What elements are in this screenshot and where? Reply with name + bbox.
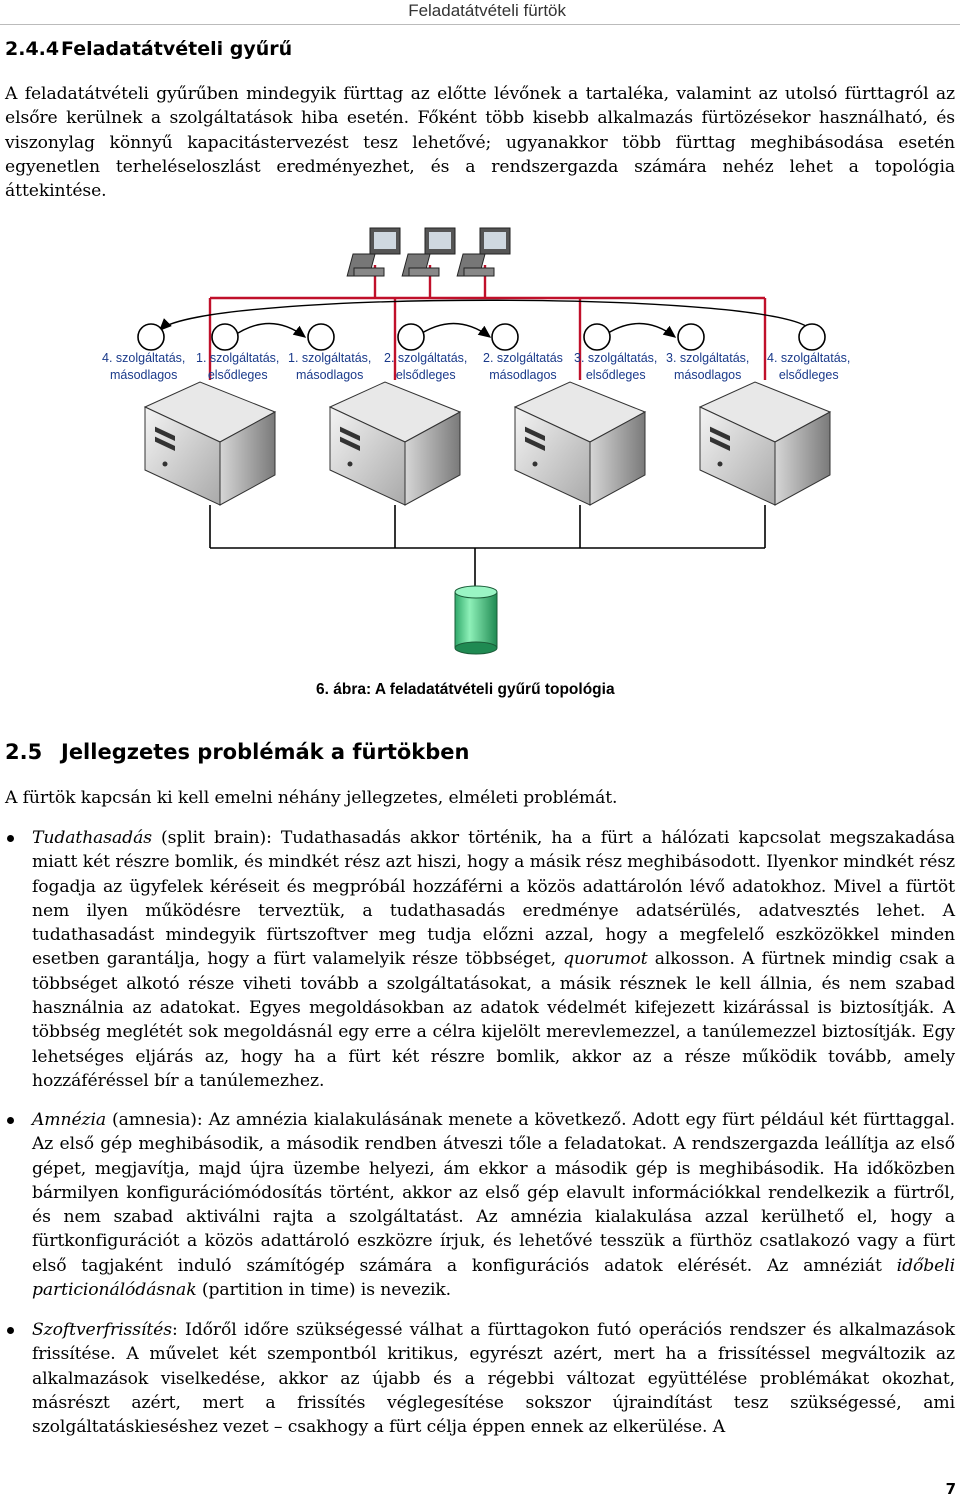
term: quorumot bbox=[563, 949, 648, 970]
section-number: 2.5 bbox=[5, 740, 43, 764]
text-run: (amnesia): Az amnézia kialakulásának men… bbox=[32, 1110, 955, 1276]
service-label: 4. szolgáltatás,elsődleges bbox=[767, 351, 851, 382]
section-number: 2.4.4 bbox=[5, 38, 60, 60]
body-paragraph: A feladatátvételi gyűrűben mindegyik für… bbox=[5, 84, 955, 202]
service-label: 2. szolgáltatás,elsődleges bbox=[384, 351, 468, 382]
body-paragraph: A fürtök kapcsán ki kell emelni néhány j… bbox=[5, 788, 618, 808]
text-run: (partition in time) is nevezik. bbox=[196, 1280, 452, 1301]
section-title: Feladatátvételi gyűrű bbox=[61, 38, 293, 60]
client-workstations bbox=[346, 227, 511, 277]
list-item: Szoftverfrissítés: Időről időre szüksége… bbox=[0, 1318, 955, 1439]
server-nodes bbox=[143, 381, 832, 506]
list-item-text: Tudathasadás (split brain): Tudathasadás… bbox=[32, 826, 955, 1093]
bullet-icon bbox=[7, 1117, 14, 1124]
term: időbeli particionálódásnak bbox=[32, 1255, 955, 1301]
service-circles bbox=[137, 323, 826, 351]
bullet-icon bbox=[7, 835, 14, 842]
shared-storage-icon bbox=[454, 585, 498, 655]
running-header: Feladatátvételi fürtök bbox=[408, 1, 566, 20]
service-label: 3. szolgáltatás,elsődleges bbox=[574, 351, 658, 382]
bullet-icon bbox=[7, 1327, 14, 1334]
service-label: 4. szolgáltatás,másodlagos bbox=[102, 351, 186, 382]
list-item: Amnézia (amnesia): Az amnézia kialakulás… bbox=[0, 1108, 955, 1302]
term: Tudathasadás bbox=[32, 828, 152, 848]
section-heading-2-5: 2.5 Jellegzetes problémák a fürtökben bbox=[5, 740, 470, 764]
term: Amnézia bbox=[32, 1110, 107, 1130]
ring-topology-diagram: 4. szolgáltatás,másodlagos 1. szolgáltat… bbox=[0, 220, 960, 700]
failover-arrows bbox=[159, 299, 813, 338]
section-heading-2-4-4: 2.4.4Feladatátvételi gyűrű bbox=[5, 38, 292, 60]
list-item: Tudathasadás (split brain): Tudathasadás… bbox=[0, 826, 955, 1093]
section-title: Jellegzetes problémák a fürtökben bbox=[61, 740, 470, 764]
storage-lines bbox=[209, 505, 766, 588]
figure-caption: 6. ábra: A feladatátvételi gyűrű topológ… bbox=[316, 681, 615, 698]
term: Szoftverfrissítés bbox=[32, 1320, 172, 1340]
list-item-text: Amnézia (amnesia): Az amnézia kialakulás… bbox=[32, 1108, 955, 1302]
service-label: 1. szolgáltatás,elsődleges bbox=[196, 351, 280, 382]
header-rule bbox=[0, 24, 960, 25]
diagram-graphic bbox=[137, 227, 832, 655]
page-number: 7 bbox=[945, 1480, 956, 1498]
list-item-text: Szoftverfrissítés: Időről időre szüksége… bbox=[32, 1318, 955, 1439]
text-run: alkosson. A fürtnek mindig csak a többsé… bbox=[32, 949, 955, 1091]
text-run: : Időről időre szükségessé válhat a fürt… bbox=[32, 1320, 955, 1438]
service-label: 3. szolgáltatás,másodlagos bbox=[666, 351, 750, 382]
service-label: 1. szolgáltatás,másodlagos bbox=[288, 351, 372, 382]
text-run: (split brain): Tudathasadás akkor történ… bbox=[32, 828, 955, 970]
